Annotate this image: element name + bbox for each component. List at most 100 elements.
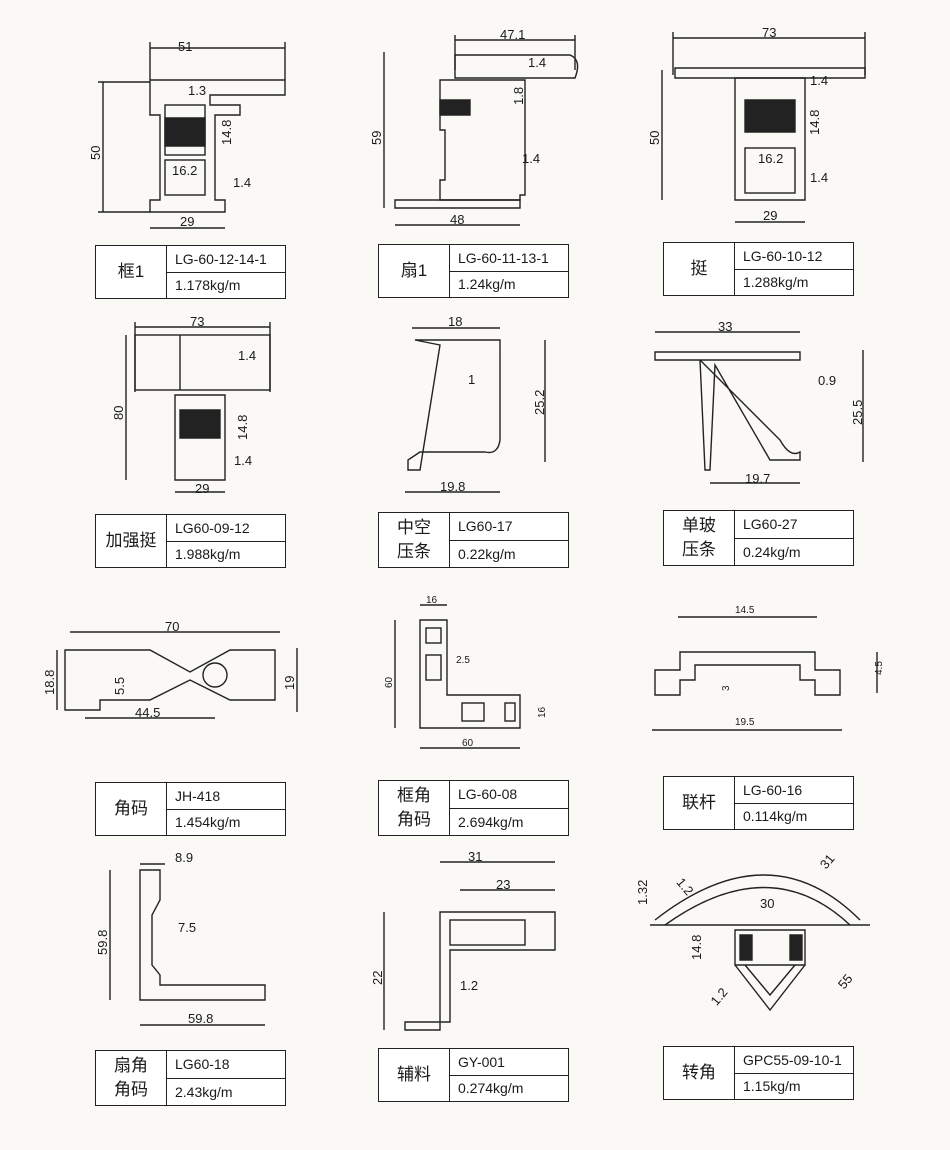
profile-name: 角码 [397,810,431,829]
dim-label: 23 [496,877,511,892]
dim-label: 29 [195,481,210,496]
dim-label: 60 [384,676,395,688]
dim-label: 30 [760,896,775,911]
dim-label: 1.3 [188,83,207,98]
spec-table: 扇1 LG-60-11-13-1 1.24kg/m [378,244,569,298]
dim-label: 47.1 [500,27,526,42]
dim-label: 60 [462,738,474,749]
dim-label: 1.4 [238,348,257,363]
dim-label: 73 [762,25,777,40]
profile-drawing-reinforced-mullion [125,322,271,493]
profile-name: 辅料 [397,1065,431,1084]
profile-weight: 1.988kg/m [175,546,241,563]
dim-label: 16 [426,595,438,606]
dim-label: 59.8 [95,929,110,955]
profile-code: GY-001 [450,1049,568,1076]
dim-label: 33 [718,319,733,334]
dim-label: 2.5 [456,655,470,666]
profile-drawing-frame-1 [98,42,286,229]
profile-code: LG60-09-12 [167,515,285,542]
profile-weight: 0.274kg/m [458,1080,524,1097]
profile-weight: 1.454kg/m [175,814,241,831]
dim-label: 5.5 [112,676,127,695]
dim-label: 22 [370,970,385,985]
dim-label: 51 [178,39,193,54]
spec-table: 辅料 GY-001 0.274kg/m [378,1048,569,1102]
dim-label: 19.7 [745,471,771,486]
profile-name: 加强挺 [105,531,157,550]
profile-code: LG-60-16 [735,777,853,804]
profile-weight: 0.114kg/m [743,808,808,825]
dim-label: 59.8 [188,1011,214,1026]
profile-name: 扇1 [400,261,428,280]
dim-label: 18.8 [42,669,57,695]
dim-label: 1.4 [528,55,547,70]
dim-label: 16.2 [758,151,784,166]
profile-weight: 1.24kg/m [458,276,516,293]
profile-name: 压条 [397,542,431,561]
profile-drawing-single-glass-bead [654,331,864,484]
profile-name: 框角 [397,786,431,805]
profile-weight: 2.694kg/m [458,813,524,830]
dim-label: 59 [369,130,384,145]
profile-drawing-mullion [661,32,866,223]
dim-label: 44.5 [135,705,161,720]
dim-label: 25.2 [532,389,547,415]
profile-name: 中空 [397,518,431,537]
dim-label: 14.8 [689,934,704,960]
dim-label: 1.4 [810,73,829,88]
dim-label: 25.5 [850,399,865,425]
profile-weight: 1.288kg/m [743,274,809,291]
profile-name: 联杆 [682,793,716,812]
profile-code: LG60-18 [167,1051,285,1079]
profile-code: LG-60-10-12 [735,243,853,270]
profile-code: LG-60-12-14-1 [167,246,285,273]
dim-label: 14.5 [735,605,755,616]
profile-name: 单玻 [682,516,716,535]
profile-drawing-corner-joint-jh418 [56,631,298,719]
dim-label: 1.4 [234,453,253,468]
dim-label: 29 [763,208,778,223]
profile-code: LG60-27 [735,511,853,539]
profile-weight: 0.24kg/m [743,543,801,560]
dim-label: 31 [468,849,483,864]
profile-name: 挺 [690,259,708,278]
profile-name: 扇角 [114,1056,148,1075]
dim-label: 1.4 [522,151,541,166]
dim-label: 4.5 [874,661,885,675]
profile-weight: 1.15kg/m [743,1078,801,1095]
profile-drawing-sash-1 [383,35,579,226]
spec-table: 加强挺 LG60-09-12 1.988kg/m [95,514,286,568]
dim-label: 8.9 [175,850,194,865]
dim-label: 18 [448,314,463,329]
dim-label: 3 [721,685,732,691]
profile-code: JH-418 [167,783,285,810]
dim-label: 19.8 [440,479,466,494]
spec-table: 框1 LG-60-12-14-1 1.178kg/m [95,245,286,299]
dim-label: 0.9 [818,373,837,388]
dim-label: 1.4 [810,170,829,185]
profile-code: LG-60-08 [450,781,568,809]
profile-name: 框1 [117,262,145,281]
profile-code: LG-60-11-13-1 [450,245,568,272]
spec-table: 挺 LG-60-10-12 1.288kg/m [663,242,854,296]
dim-label: 70 [165,619,180,634]
dim-label: 1 [468,372,476,387]
dim-label: 14.8 [219,119,234,145]
dim-label: 16.2 [172,163,198,178]
dim-label: 19.5 [735,717,755,728]
spec-table: 框角角码 LG-60-08 2.694kg/m [378,780,569,836]
dim-label: 48 [450,212,465,227]
dim-label: 1.8 [511,86,526,105]
dim-label: 14.8 [235,414,250,440]
profile-code: GPC55-09-10-1 [735,1047,853,1074]
profile-drawing-hollow-bead [405,327,546,493]
profile-name: 角码 [114,799,148,818]
profile-drawing-accessory [383,861,556,1031]
profile-weight: 2.43kg/m [175,1083,233,1100]
profile-weight: 1.178kg/m [175,277,241,294]
dim-label: 7.5 [178,920,197,935]
profile-weight: 0.22kg/m [458,545,516,562]
